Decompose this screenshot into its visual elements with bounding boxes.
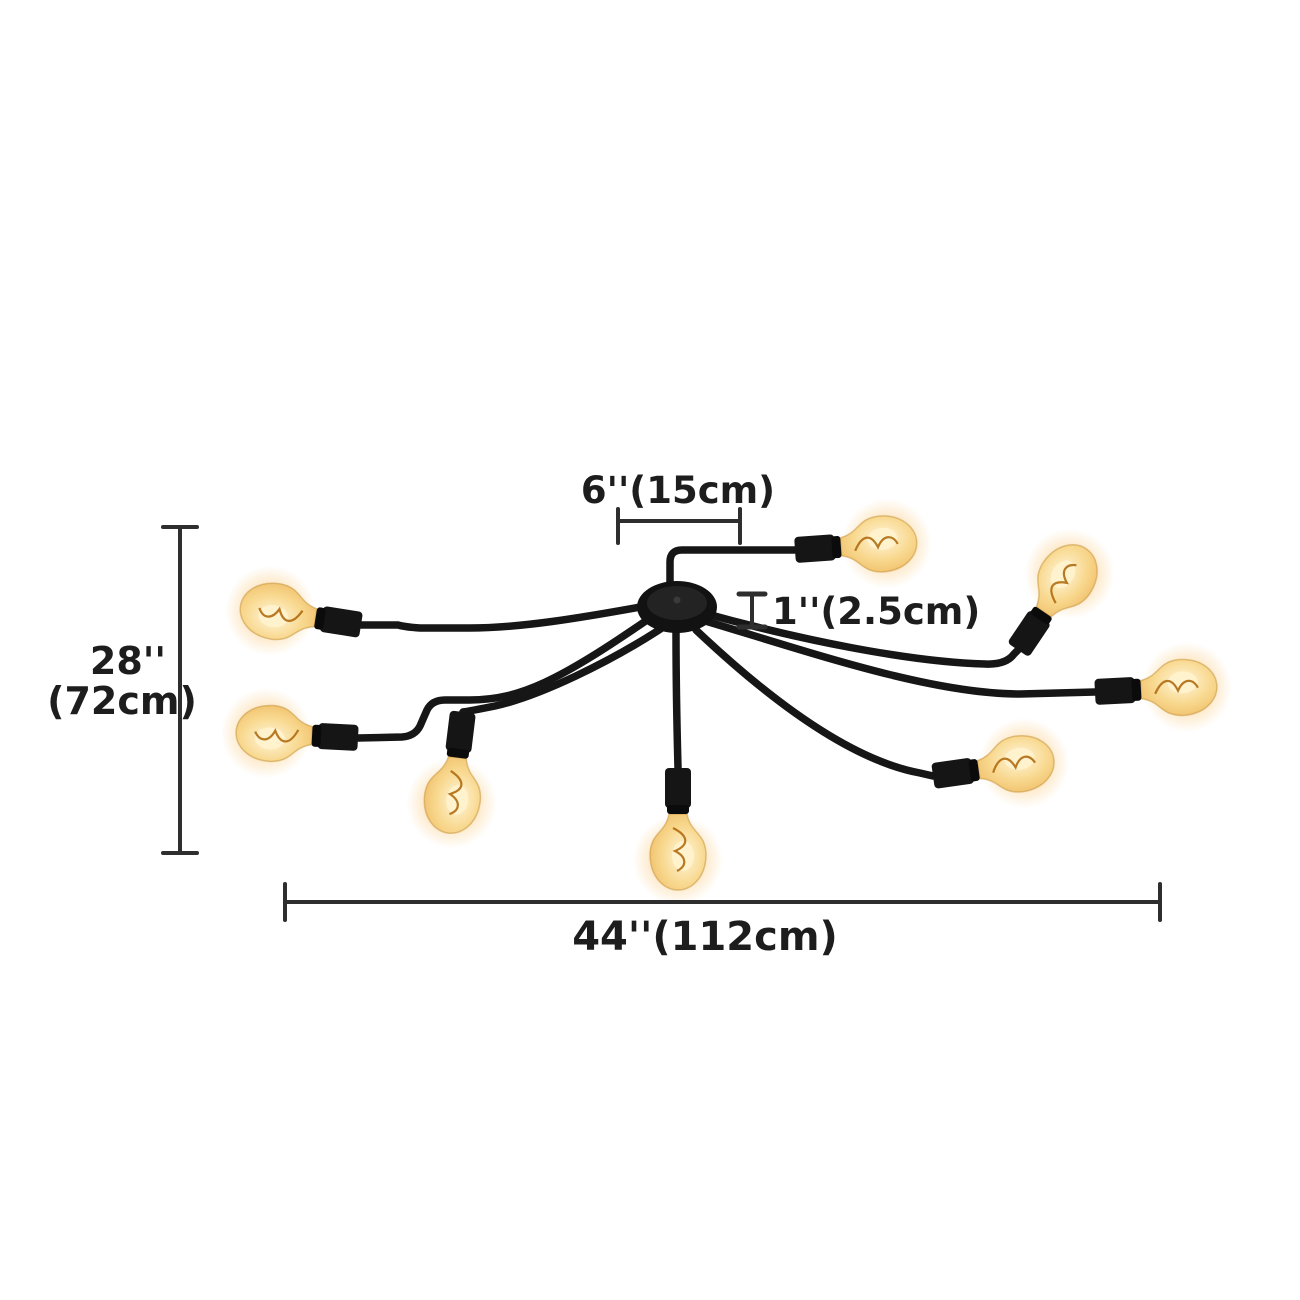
fixture-arm-lower-left (459, 624, 666, 716)
dimension-labels: 6''(15cm) 1''(2.5cm) 28'' (72cm) 44''(11… (47, 469, 980, 960)
fixture-arm-left (354, 614, 654, 742)
ceiling-canopy (637, 581, 717, 633)
fixture-arm-lower-right (692, 626, 937, 780)
fixture-arms (354, 546, 1099, 780)
top-offset-dimension-line (616, 507, 742, 545)
lamp-top (790, 494, 936, 596)
fixture-arm-upper-right (696, 608, 1022, 668)
lamp-upper-right (979, 510, 1134, 677)
canopy-height-dimension-line (736, 591, 768, 630)
lamp-bottom (631, 766, 725, 907)
canopy-height-label: 1''(2.5cm) (772, 590, 980, 633)
ceiling-light-fixture (217, 494, 1236, 907)
lamp-right (1091, 638, 1236, 739)
fixture-arm-top (666, 546, 799, 602)
top-offset-label: 6''(15cm) (581, 469, 775, 512)
lamp-lower-right (925, 711, 1077, 822)
fixture-arm-upper-left (357, 602, 650, 632)
width-dimension-line (283, 882, 1162, 922)
height-dimension-line (161, 525, 199, 855)
lamp-left (217, 684, 362, 785)
height-label-cm: (72cm) (47, 679, 197, 723)
height-label-inches: 28'' (90, 639, 166, 683)
fixture-lamps (217, 494, 1236, 907)
width-label: 44''(112cm) (572, 914, 838, 960)
fixture-arm-right (698, 616, 1099, 698)
lamp-upper-left (217, 558, 370, 671)
fixture-arm-bottom (672, 628, 682, 772)
dimension-lines (161, 507, 1162, 922)
